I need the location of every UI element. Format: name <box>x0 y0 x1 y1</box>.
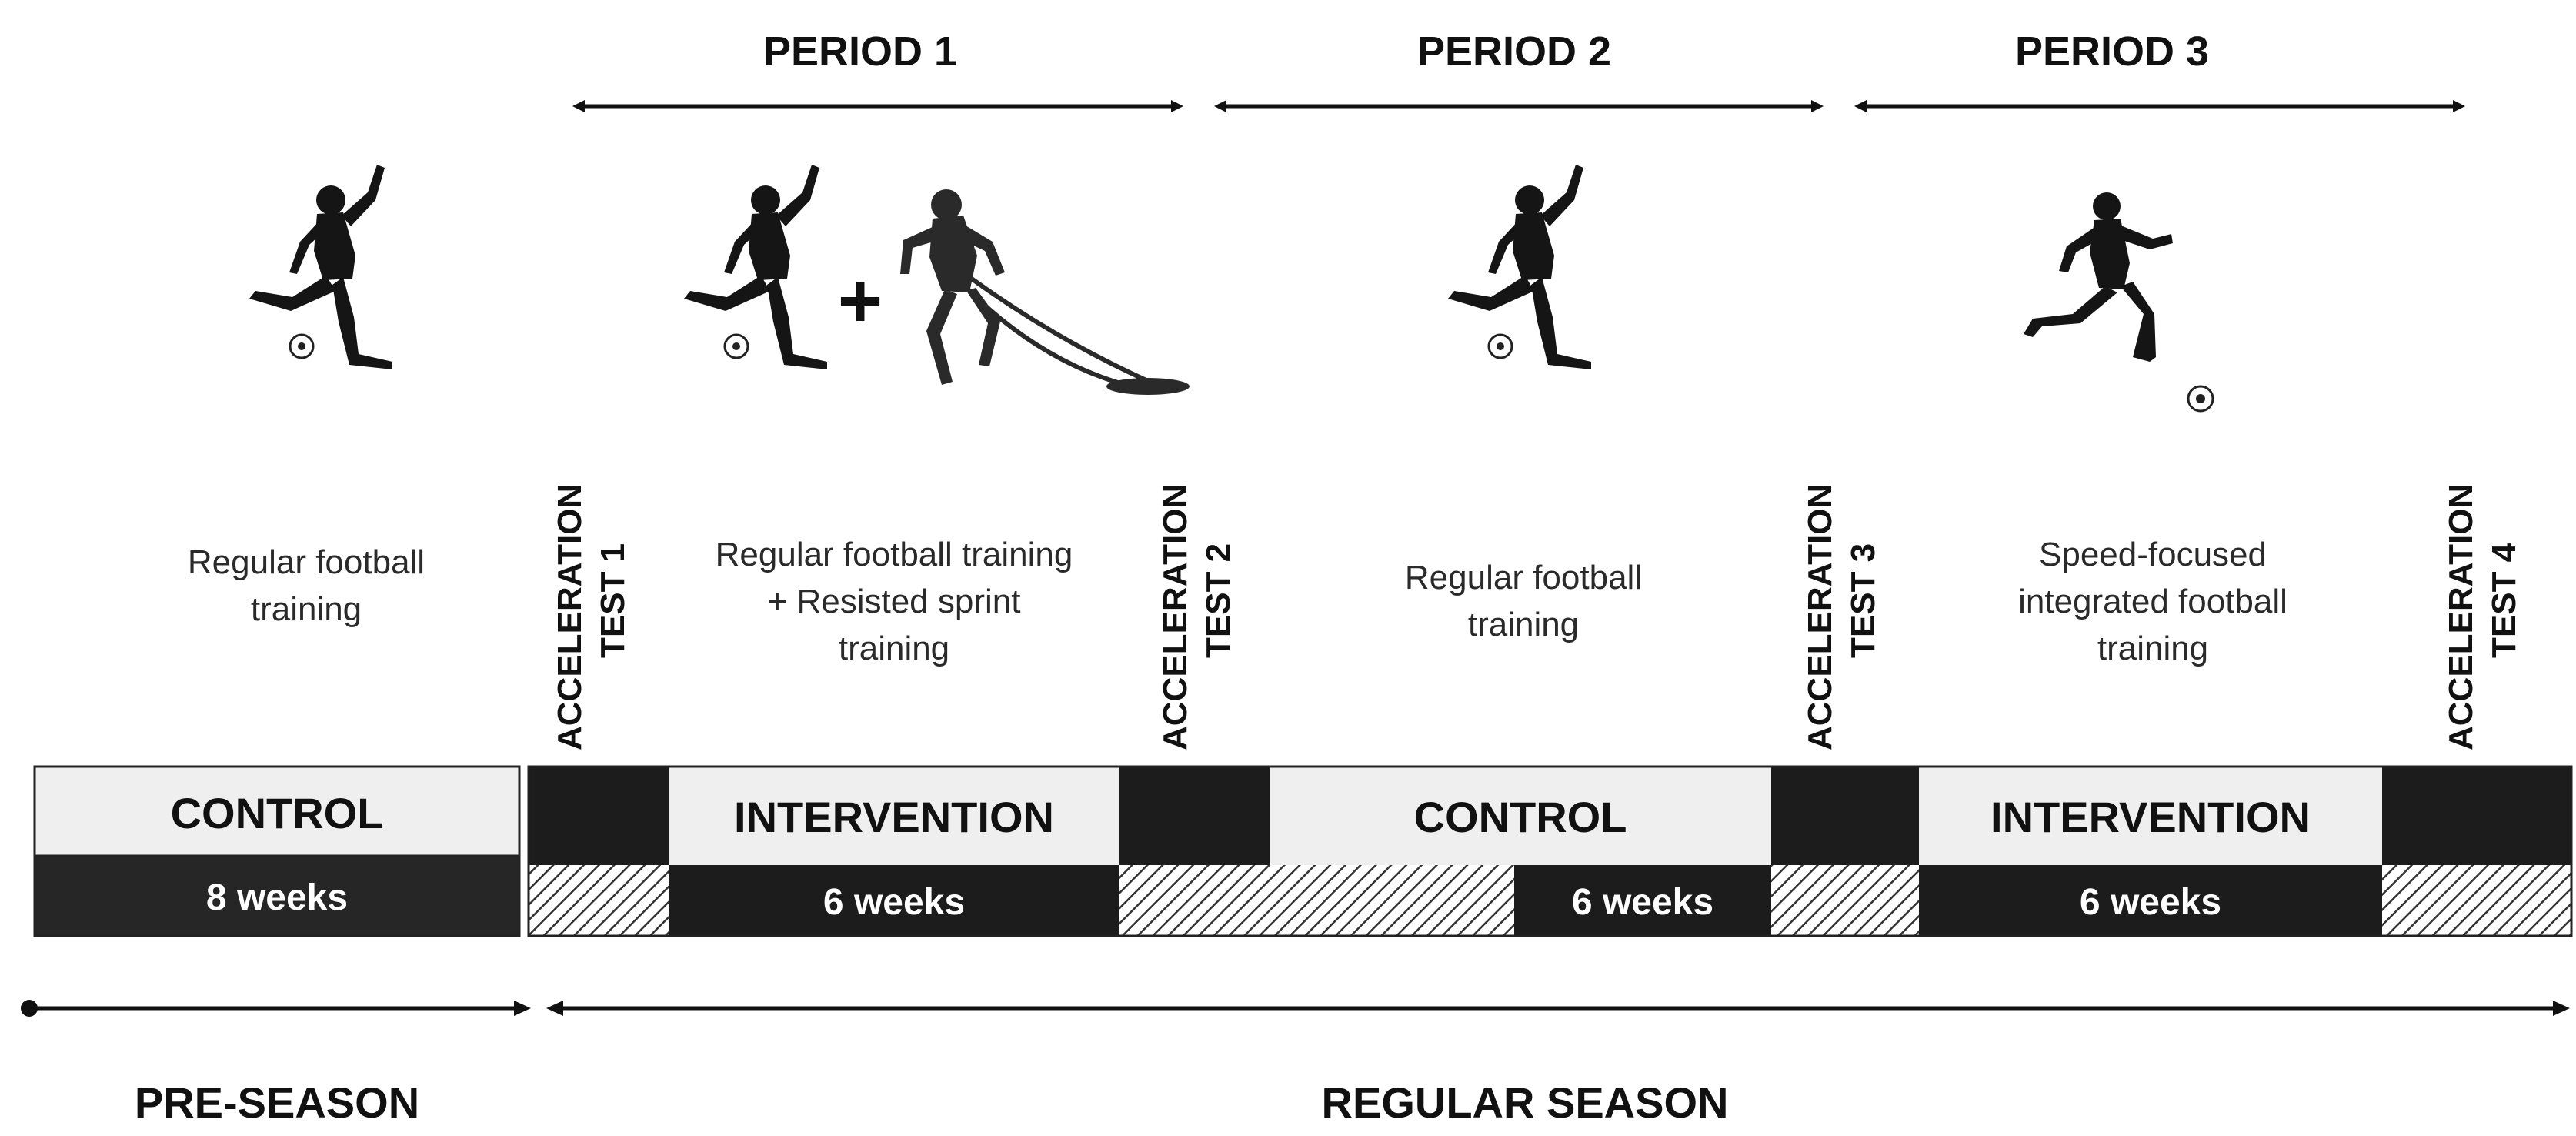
description-line: integrated football <box>2018 583 2287 620</box>
block-label: INTERVENTION <box>1990 793 2311 841</box>
test-line-1: ACCELERATION <box>1156 484 1194 750</box>
period-1-label: PERIOD 1 <box>763 28 957 75</box>
soccer-kick-icon <box>1446 163 1593 371</box>
intervention-1-cell <box>669 767 1119 865</box>
period-3-description: Speed-focused integrated football traini… <box>2018 536 2287 667</box>
test-line-2: TEST 2 <box>1200 543 1237 658</box>
soccer-kick-icon <box>682 163 829 371</box>
description-line: Speed-focused <box>2039 536 2267 573</box>
acceleration-test-3: ACCELERATION TEST 3 <box>1801 484 1882 750</box>
intervention-2-weeks-cell <box>1919 865 2382 936</box>
control-2-weeks-cell <box>1514 865 1771 936</box>
description-line: Regular football <box>1405 559 1642 596</box>
test-line-2: TEST 4 <box>2485 543 2523 658</box>
block-label: CONTROL <box>171 789 384 837</box>
acceleration-test-4: ACCELERATION TEST 4 <box>2442 484 2523 750</box>
control-2-cell <box>1270 767 1771 865</box>
test-line-2: TEST 3 <box>1844 543 1882 658</box>
test-line-2: TEST 1 <box>594 543 632 658</box>
intervention-1-weeks-cell <box>669 865 1119 936</box>
control-2-hatch <box>1270 865 1514 936</box>
sprinting-player-icon <box>2024 192 2173 362</box>
test-1-hatch <box>529 865 669 936</box>
block-label: INTERVENTION <box>734 793 1054 841</box>
description-line: Regular football training <box>716 536 1073 573</box>
resisted-sprint-icon <box>900 189 1190 395</box>
period-3-header: PERIOD 3 <box>1854 28 2465 112</box>
period-2-description: Regular football training <box>1405 559 1642 643</box>
description-line: training <box>1468 606 1579 643</box>
pre-season-arrow <box>21 1000 531 1017</box>
pre-season-block: CONTROL 8 weeks <box>33 765 521 937</box>
regular-season-label: REGULAR SEASON <box>1322 1078 1729 1127</box>
acceleration-test-2: ACCELERATION TEST 2 <box>1156 484 1237 750</box>
period-2-header: PERIOD 2 <box>1214 28 1824 112</box>
intervention-2-cell <box>1919 767 2382 865</box>
acceleration-test-1: ACCELERATION TEST 1 <box>551 484 632 750</box>
test-line-1: ACCELERATION <box>551 484 589 750</box>
test-line-1: ACCELERATION <box>1801 484 1839 750</box>
plus-sign: + <box>838 258 883 344</box>
timeline-frame <box>527 765 2573 937</box>
description-line: Regular football <box>188 543 425 581</box>
test-2-cell <box>1119 767 1270 865</box>
description-line: training <box>2097 630 2208 667</box>
description-line: + Resisted sprint <box>768 583 1021 620</box>
soccer-kick-icon <box>248 163 394 371</box>
test-4-cell <box>2382 767 2571 865</box>
block-weeks: 6 weeks <box>2080 882 2221 923</box>
soccer-ball-icon <box>2187 385 2214 413</box>
description-line: training <box>251 590 362 628</box>
description-line: training <box>839 630 949 667</box>
period-2-label: PERIOD 2 <box>1417 28 1611 75</box>
pre-season-label: PRE-SEASON <box>135 1078 419 1127</box>
block-weeks: 6 weeks <box>823 882 965 923</box>
test-1-cell <box>529 767 669 865</box>
test-3-hatch <box>1771 865 1919 936</box>
test-3-cell <box>1771 767 1919 865</box>
pre-season-description: Regular football training <box>188 543 425 628</box>
period-1-description: Regular football training + Resisted spr… <box>716 536 1073 667</box>
test-4-hatch <box>2382 865 2571 936</box>
test-2-hatch <box>1119 865 1270 936</box>
regular-season-timeline: INTERVENTION 6 weeks CONTROL 6 weeks INT… <box>527 765 2573 937</box>
block-label: CONTROL <box>1414 793 1627 841</box>
test-line-1: ACCELERATION <box>2442 484 2480 750</box>
regular-season-arrow <box>546 1001 2570 1016</box>
block-weeks: 8 weeks <box>206 877 348 918</box>
period-3-label: PERIOD 3 <box>2015 28 2209 75</box>
period-1-header: PERIOD 1 <box>572 28 1183 112</box>
block-weeks: 6 weeks <box>1572 882 1713 923</box>
